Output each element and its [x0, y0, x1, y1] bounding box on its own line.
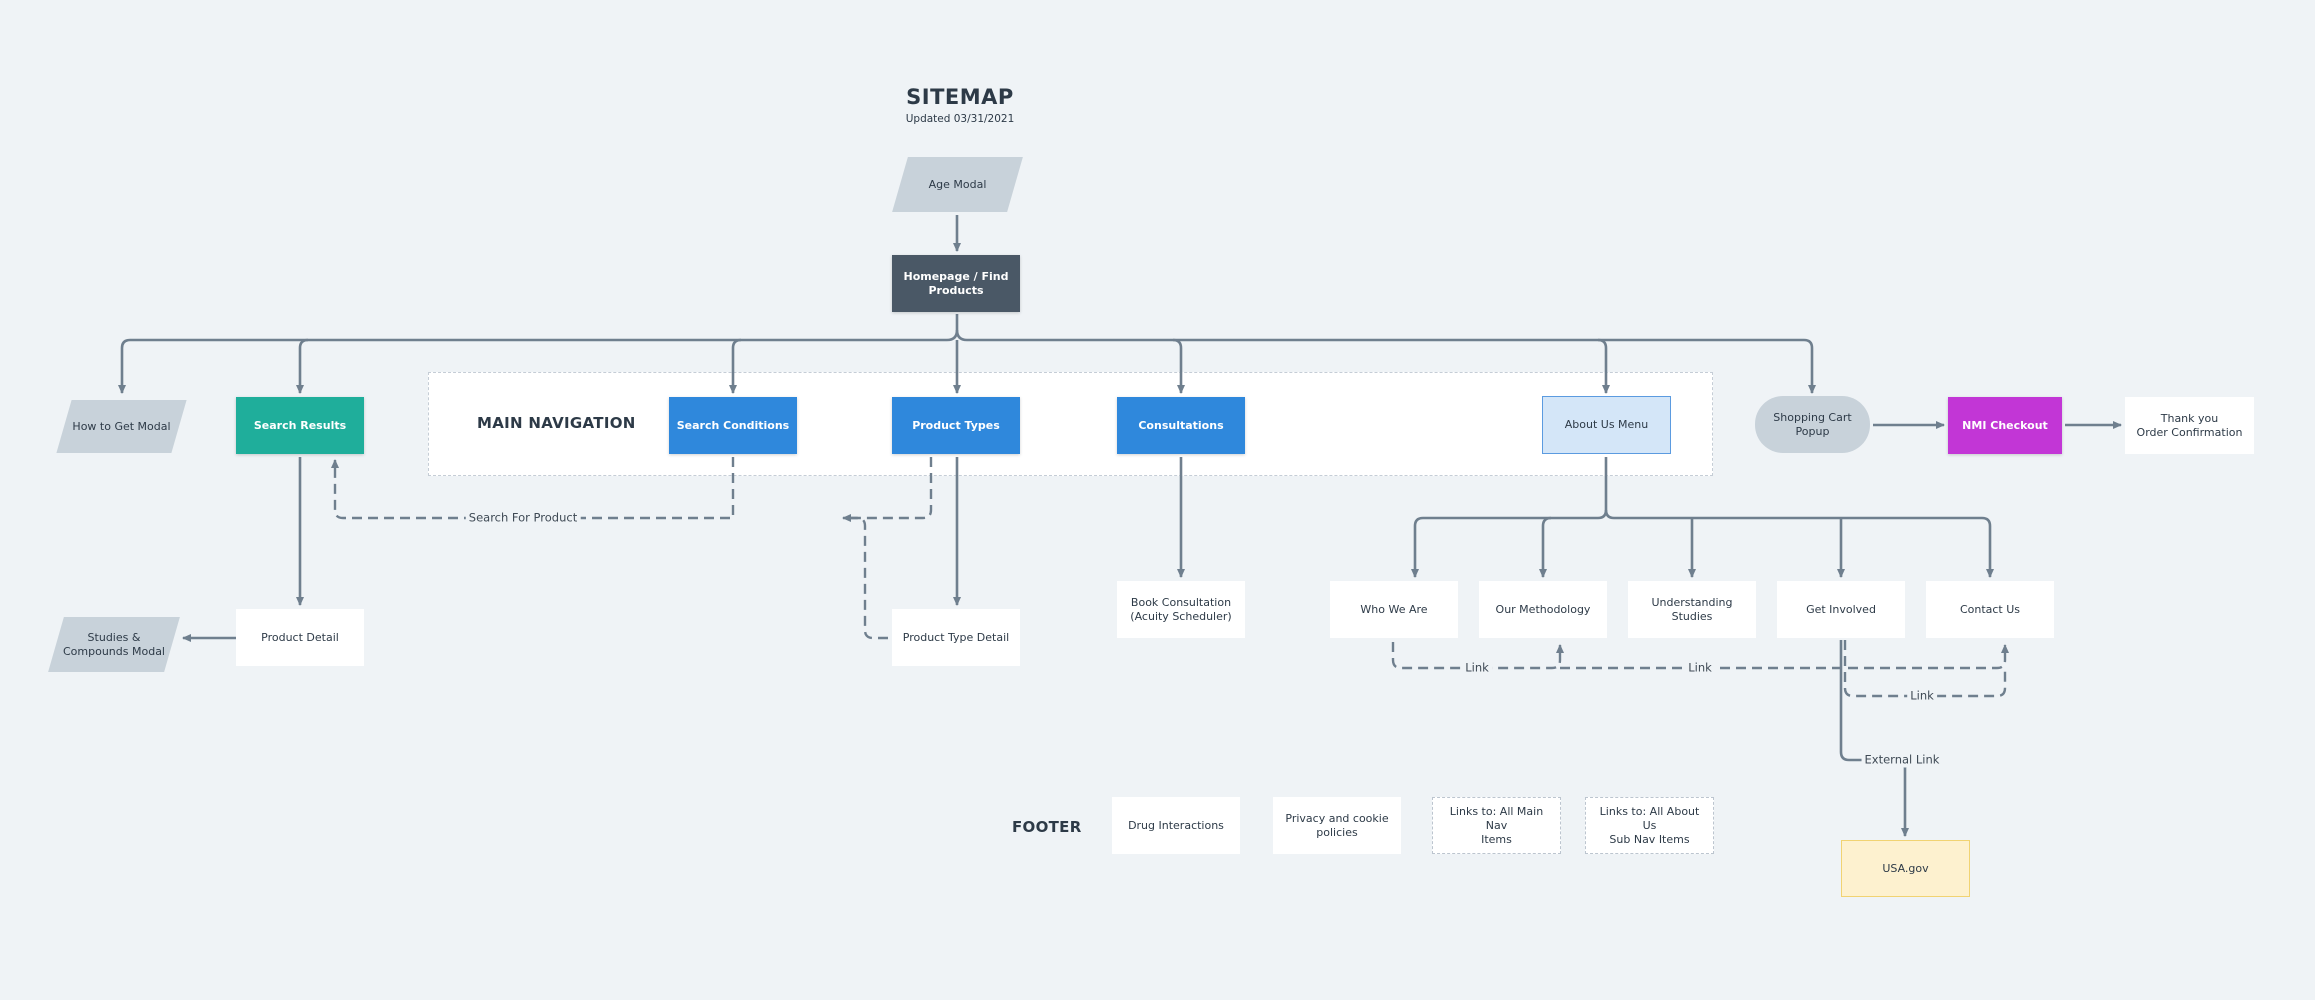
edge-external-link-a: [1839, 640, 1897, 762]
edge-to-who-we-are: [1411, 516, 1424, 578]
studies-modal-node[interactable]: Studies & Compounds Modal: [56, 617, 172, 672]
nmi-checkout-node[interactable]: NMI Checkout: [1948, 397, 2062, 454]
our-methodology-node[interactable]: Our Methodology: [1479, 581, 1607, 638]
privacy-policies-node[interactable]: Privacy and cookie policies: [1273, 797, 1401, 854]
edge-external-corner: [1896, 758, 1907, 769]
edge-label-link-1-bg: [1462, 659, 1493, 676]
who-we-are-node[interactable]: Who We Are: [1330, 581, 1458, 638]
how-to-get-modal-label: How to Get Modal: [72, 419, 171, 433]
edge-to-how-to-get: [118, 338, 131, 394]
links-about-us-node[interactable]: Links to: All About Us Sub Nav Items: [1585, 797, 1714, 854]
drug-interactions-node[interactable]: Drug Interactions: [1112, 797, 1240, 854]
edge-label-external-link: External Link: [1865, 753, 1940, 767]
edge-to-search-results: [296, 338, 309, 394]
edge-to-our-methodology: [1539, 516, 1552, 578]
product-type-detail-node[interactable]: Product Type Detail: [892, 609, 1020, 666]
consultations-node[interactable]: Consultations: [1117, 397, 1245, 454]
edge-label-link-3-bg: [1907, 687, 1938, 704]
book-consultation-node[interactable]: Book Consultation (Acuity Scheduler): [1117, 581, 1245, 638]
edge-label-link-1: Link: [1465, 661, 1489, 675]
edge-link-involved-to-contact: [1843, 640, 2007, 698]
age-modal-node[interactable]: Age Modal: [900, 157, 1015, 212]
edge-label-external-link-bg: [1861, 751, 1943, 768]
product-types-node[interactable]: Product Types: [892, 397, 1020, 454]
age-modal-label: Age Modal: [928, 177, 987, 191]
shopping-cart-popup-node[interactable]: Shopping Cart Popup: [1755, 396, 1870, 453]
edge-label-search-for-product-bg: [465, 509, 581, 526]
footer-label: FOOTER: [1012, 818, 1082, 836]
main-navigation-label: MAIN NAVIGATION: [477, 414, 636, 432]
diagram-title: SITEMAP: [906, 85, 1014, 109]
edge-to-contact-us: [1981, 516, 1994, 578]
homepage-node[interactable]: Homepage / Find Products: [892, 255, 1020, 312]
usa-gov-node[interactable]: USA.gov: [1841, 840, 1970, 897]
how-to-get-modal-node[interactable]: How to Get Modal: [64, 400, 179, 453]
edge-label-link-2: Link: [1688, 661, 1712, 675]
edge-about-left: [1423, 509, 1608, 520]
studies-modal-label: Studies & Compounds Modal: [63, 630, 165, 658]
links-main-nav-node[interactable]: Links to: All Main Nav Items: [1432, 797, 1561, 854]
about-us-menu-node[interactable]: About Us Menu: [1542, 396, 1671, 454]
edge-label-link-3: Link: [1910, 689, 1934, 703]
product-detail-node[interactable]: Product Detail: [236, 609, 364, 666]
edge-label-link-2-bg: [1685, 659, 1716, 676]
edge-link-who-to-method: [1391, 642, 1564, 670]
edge-to-shopping-cart: [1803, 338, 1816, 394]
search-results-node[interactable]: Search Results: [236, 397, 364, 454]
contact-us-node[interactable]: Contact Us: [1926, 581, 2054, 638]
edge-label-search-for-product: Search For Product: [469, 511, 578, 525]
search-conditions-node[interactable]: Search Conditions: [669, 397, 797, 454]
understanding-studies-node[interactable]: Understanding Studies: [1628, 581, 1756, 638]
edge-link-who-to-contact: [1560, 644, 2009, 670]
edge-search-for-product-c: [843, 516, 888, 640]
get-involved-node[interactable]: Get Involved: [1777, 581, 1905, 638]
edge-home-bus: [946, 314, 959, 342]
edge-home-bus-right: [955, 329, 968, 342]
thank-you-node[interactable]: Thank you Order Confirmation: [2125, 397, 2254, 454]
updated-date: Updated 03/31/2021: [905, 113, 1015, 125]
